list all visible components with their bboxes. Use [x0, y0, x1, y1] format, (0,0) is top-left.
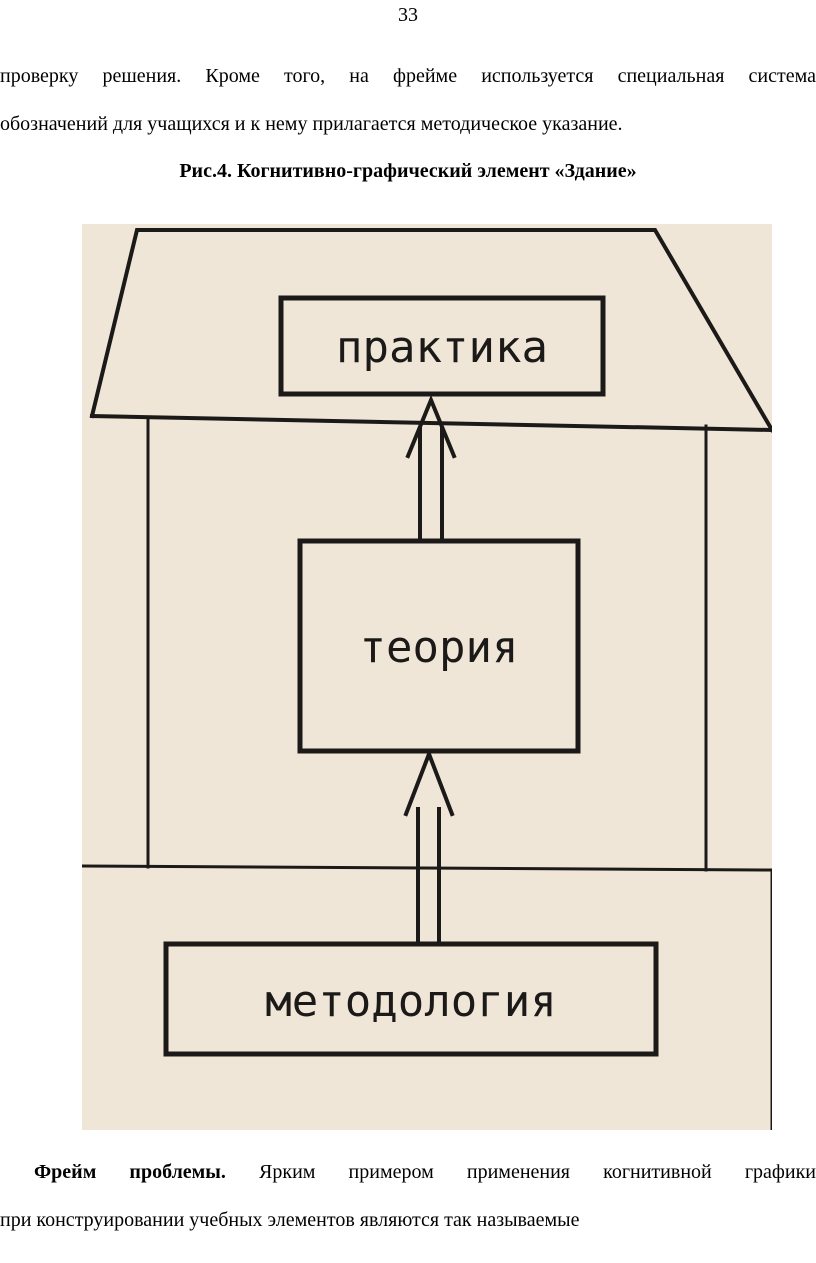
practice-label: практика	[336, 322, 548, 373]
page-number: 33	[398, 4, 418, 26]
building-figure: практика теория методология	[82, 224, 772, 1130]
frame-problem-term: Фрейм проблемы.	[34, 1161, 226, 1183]
methodology-label: методология	[265, 976, 556, 1027]
figure-caption: Рис.4. Когнитивно-графический элемент «З…	[179, 160, 637, 182]
arrow-upper-head	[405, 394, 457, 459]
practice-box	[278, 295, 606, 397]
closing-paragraph: Фрейм проблемы. Ярким примером применени…	[0, 1148, 816, 1244]
theory-box	[297, 538, 581, 754]
intro-line-1: проверку решения. Кроме того, на фрейме …	[0, 65, 816, 87]
intro-line-2: обозначений для учащихся и к нему прилаг…	[0, 113, 623, 135]
intro-paragraph: проверку решения. Кроме того, на фрейме …	[0, 52, 816, 148]
methodology-box	[163, 941, 659, 1057]
roof-base-line	[89, 413, 772, 433]
closing-line-2: при конструировании учебных элементов яв…	[0, 1209, 580, 1231]
closing-line-1-rest: Ярким примером применения когнитивной гр…	[259, 1161, 816, 1183]
arrow-lower-head	[403, 748, 455, 817]
closing-line-1: Фрейм проблемы. Ярким примером применени…	[0, 1148, 816, 1196]
theory-label: теория	[360, 622, 519, 673]
roof-outline	[89, 228, 772, 433]
building-diagram: практика теория методология	[82, 228, 772, 1130]
foundation-top-line	[82, 864, 772, 872]
